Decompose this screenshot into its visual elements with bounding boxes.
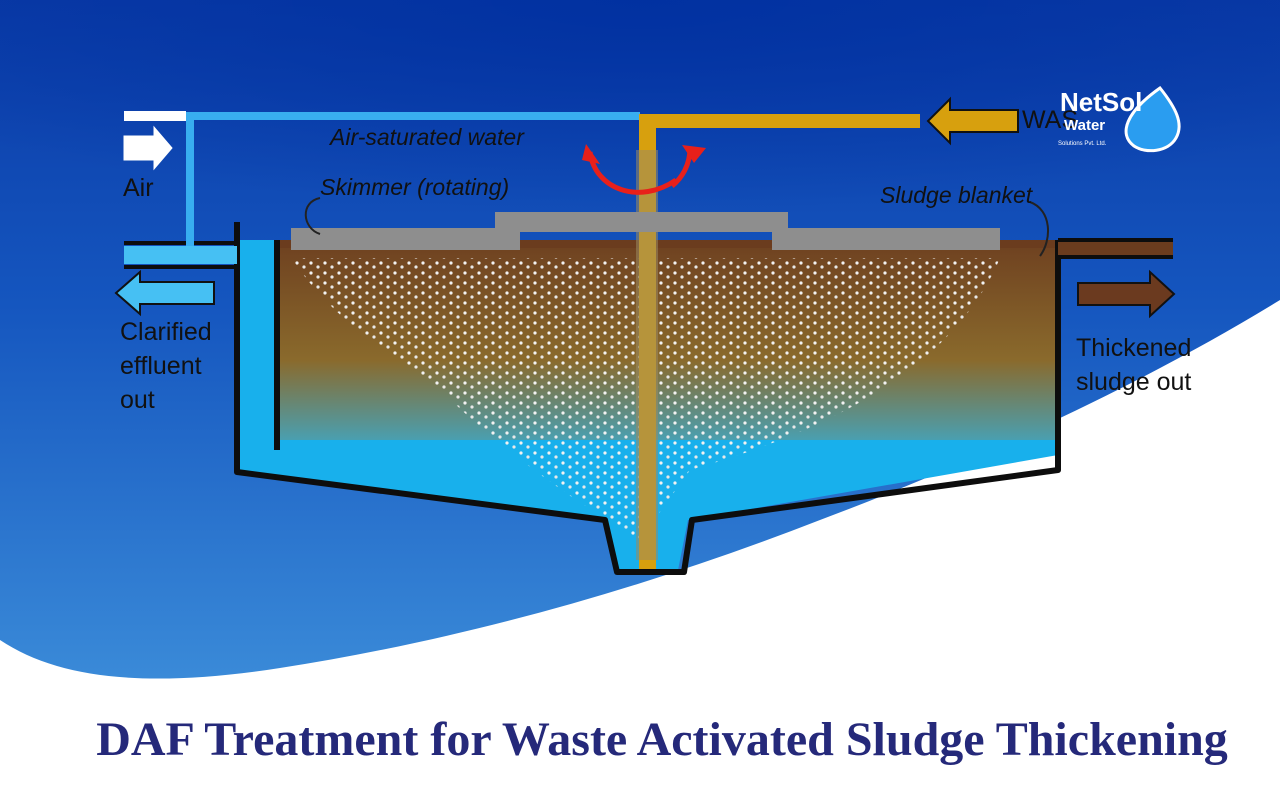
clarified-label-line1: Clarified: [120, 318, 212, 346]
air-saturated-water-label: Air-saturated water: [328, 124, 525, 150]
rotation-arrow-tail-icon: [582, 144, 600, 164]
logo-netsol-text: NetSol: [1060, 87, 1142, 117]
water-drop-icon: [1124, 85, 1181, 153]
sludge-blanket-top: [277, 240, 1058, 248]
sludge-blanket-leader: [1029, 201, 1050, 257]
center-well: [636, 150, 658, 560]
air-arrow-icon: [123, 125, 173, 171]
effluent-arrow-icon: [114, 269, 215, 317]
skimmer-label: Skimmer (rotating): [320, 174, 509, 200]
tank-outline: [234, 222, 1061, 575]
air-label: Air: [123, 174, 154, 202]
logo-water-text: Water: [1064, 117, 1105, 134]
was-arrow-icon: [926, 96, 1019, 146]
thickened-label-line1: Thickened: [1076, 334, 1191, 362]
effluent-pipe: [124, 246, 237, 264]
skimmer-leader: [304, 197, 321, 235]
sludge-pipe: [1058, 240, 1173, 256]
netsol-logo: NetSol Water Solutions Pvt. Ltd.: [1058, 85, 1181, 153]
rotation-arrowhead-icon: [682, 145, 706, 163]
thickened-label-line2: sludge out: [1076, 368, 1191, 396]
thickened-arrow-icon: [1077, 269, 1176, 319]
rotation-arrow-curve: [587, 151, 678, 195]
sludge-blanket-label: Sludge blanket: [880, 182, 1034, 208]
was-label: WAS: [1022, 106, 1078, 134]
page-title: DAF Treatment for Waste Activated Sludge…: [96, 713, 1228, 766]
air-inlet-pipe: [124, 111, 186, 121]
clarified-label-line2: effluent: [120, 352, 202, 380]
clarified-label-line3: out: [120, 386, 155, 414]
skimmer-arm: [291, 212, 1000, 250]
logo-tagline-text: Solutions Pvt. Ltd.: [1058, 141, 1107, 147]
